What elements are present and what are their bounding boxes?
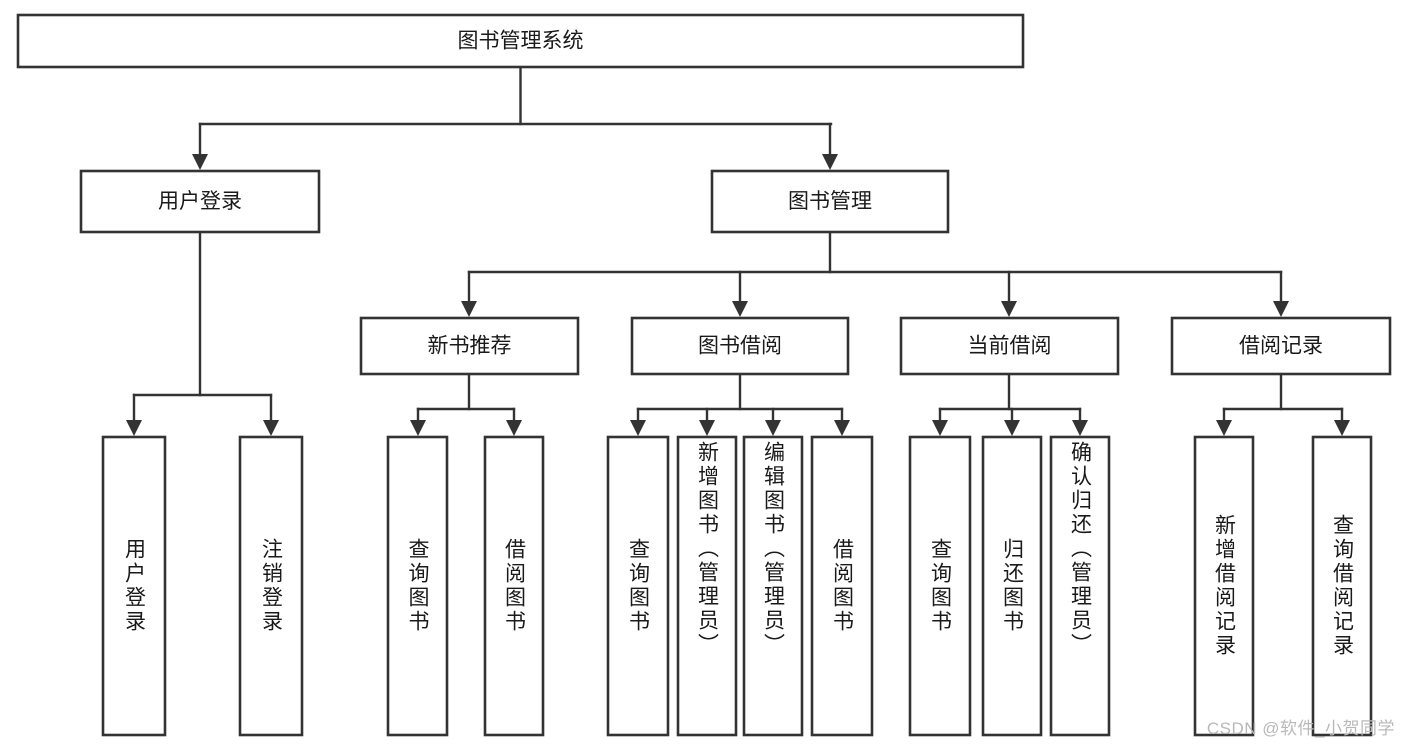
node-box — [483, 435, 545, 737]
arrow-head-icon — [932, 420, 948, 436]
node-label: 编辑图书（管理员） — [761, 441, 785, 657]
node-label-container: 借阅图书 — [830, 538, 854, 634]
node-box — [1311, 435, 1373, 737]
node-label: 用户登录 — [122, 538, 146, 634]
node-label: 新书推荐 — [428, 335, 512, 358]
node-box — [16, 13, 1025, 69]
node-leaf-cur-query-book[interactable]: 查询图书 — [908, 435, 972, 737]
node-leaf-add-book-admin[interactable]: 新增图书（管理员） — [676, 435, 738, 737]
node-label-container: 新增图书（管理员） — [695, 441, 719, 657]
node-box — [386, 435, 449, 737]
node-label-container: 查询图书 — [928, 538, 952, 634]
node-box — [79, 169, 321, 234]
node-leaf-logout[interactable]: 注销登录 — [238, 435, 304, 737]
node-label: 借阅图书 — [502, 538, 526, 634]
node-label: 图书管理系统 — [458, 30, 584, 53]
node-leaf-confirm-return-admin[interactable]: 确认归还（管理员） — [1049, 435, 1111, 737]
node-label-container: 注销登录 — [259, 538, 283, 634]
node-label-container: 查询图书 — [626, 538, 650, 634]
arrow-head-icon — [1216, 420, 1232, 436]
node-label: 确认归还（管理员） — [1068, 441, 1092, 657]
arrow-head-icon — [1004, 420, 1020, 436]
node-box — [238, 435, 304, 737]
node-label-container: 归还图书 — [1000, 538, 1024, 634]
node-current-borrow[interactable]: 当前借阅 — [899, 316, 1120, 376]
arrow-head-icon — [1001, 301, 1017, 317]
node-label: 查询借阅记录 — [1330, 514, 1354, 658]
arrow-head-icon — [765, 420, 781, 436]
node-box — [1170, 316, 1392, 376]
arrow-head-icon — [410, 420, 426, 436]
node-label-container: 用户登录 — [122, 538, 146, 634]
node-label-container: 借阅图书 — [502, 538, 526, 634]
node-leaf-query-borrow-record[interactable]: 查询借阅记录 — [1311, 435, 1373, 737]
node-leaf-rec-borrow-book[interactable]: 借阅图书 — [483, 435, 545, 737]
node-layer: 图书管理系统用户登录图书管理新书推荐图书借阅当前借阅借阅记录用户登录注销登录查询… — [16, 13, 1392, 737]
arrow-head-icon — [263, 420, 279, 436]
node-user-login[interactable]: 用户登录 — [79, 169, 321, 234]
node-box — [908, 435, 972, 737]
arrow-head-icon — [699, 420, 715, 436]
node-label: 新增图书（管理员） — [695, 441, 719, 657]
node-box — [101, 435, 167, 737]
node-root[interactable]: 图书管理系统 — [16, 13, 1025, 69]
node-label-container: 查询图书 — [406, 538, 429, 634]
node-box — [742, 435, 804, 737]
arrow-head-icon — [461, 301, 477, 317]
arrow-head-icon — [732, 301, 748, 317]
node-book-manage[interactable]: 图书管理 — [710, 169, 950, 234]
node-label: 查询图书 — [626, 538, 650, 634]
node-label: 查询图书 — [928, 538, 952, 634]
node-box — [1049, 435, 1111, 737]
arrow-head-icon — [822, 154, 838, 170]
node-label: 查询图书 — [406, 538, 429, 634]
node-leaf-edit-book-admin[interactable]: 编辑图书（管理员） — [742, 435, 804, 737]
node-box — [630, 316, 850, 376]
node-label-container: 确认归还（管理员） — [1068, 441, 1092, 657]
node-leaf-user-login[interactable]: 用户登录 — [101, 435, 167, 737]
arrow-head-icon — [192, 154, 208, 170]
node-label-container: 查询借阅记录 — [1330, 514, 1354, 658]
arrow-head-icon — [1273, 301, 1289, 317]
node-label: 用户登录 — [158, 190, 242, 213]
node-label: 新增借阅记录 — [1212, 514, 1236, 658]
node-leaf-add-borrow-record[interactable]: 新增借阅记录 — [1193, 435, 1255, 737]
node-label: 当前借阅 — [968, 335, 1052, 358]
node-label: 图书管理 — [788, 190, 872, 213]
arrow-head-icon — [834, 420, 850, 436]
node-book-borrow[interactable]: 图书借阅 — [630, 316, 850, 376]
node-box — [606, 435, 670, 737]
node-label: 注销登录 — [259, 538, 283, 634]
node-new-book-rec[interactable]: 新书推荐 — [359, 316, 580, 376]
node-box — [676, 435, 738, 737]
node-leaf-borrow-book[interactable]: 借阅图书 — [810, 435, 874, 737]
arrow-head-icon — [1072, 420, 1088, 436]
arrow-head-icon — [630, 420, 646, 436]
node-box — [981, 435, 1043, 737]
node-box — [359, 316, 580, 376]
node-leaf-return-book[interactable]: 归还图书 — [981, 435, 1043, 737]
node-borrow-record[interactable]: 借阅记录 — [1170, 316, 1392, 376]
node-label: 归还图书 — [1000, 538, 1024, 634]
node-label-container: 新增借阅记录 — [1212, 514, 1236, 658]
node-label: 借阅记录 — [1239, 335, 1323, 358]
node-leaf-borrow-query-book[interactable]: 查询图书 — [606, 435, 670, 737]
node-box — [710, 169, 950, 234]
arrow-head-icon — [1334, 420, 1350, 436]
node-leaf-rec-query-book[interactable]: 查询图书 — [386, 435, 449, 737]
arrow-head-layer — [126, 154, 1350, 436]
node-box — [1193, 435, 1255, 737]
node-box — [810, 435, 874, 737]
node-label: 图书借阅 — [698, 335, 782, 358]
node-box — [899, 316, 1120, 376]
arrow-head-icon — [126, 420, 142, 436]
node-label-container: 编辑图书（管理员） — [761, 441, 785, 657]
node-label: 借阅图书 — [830, 538, 854, 634]
arrow-head-icon — [506, 420, 522, 436]
